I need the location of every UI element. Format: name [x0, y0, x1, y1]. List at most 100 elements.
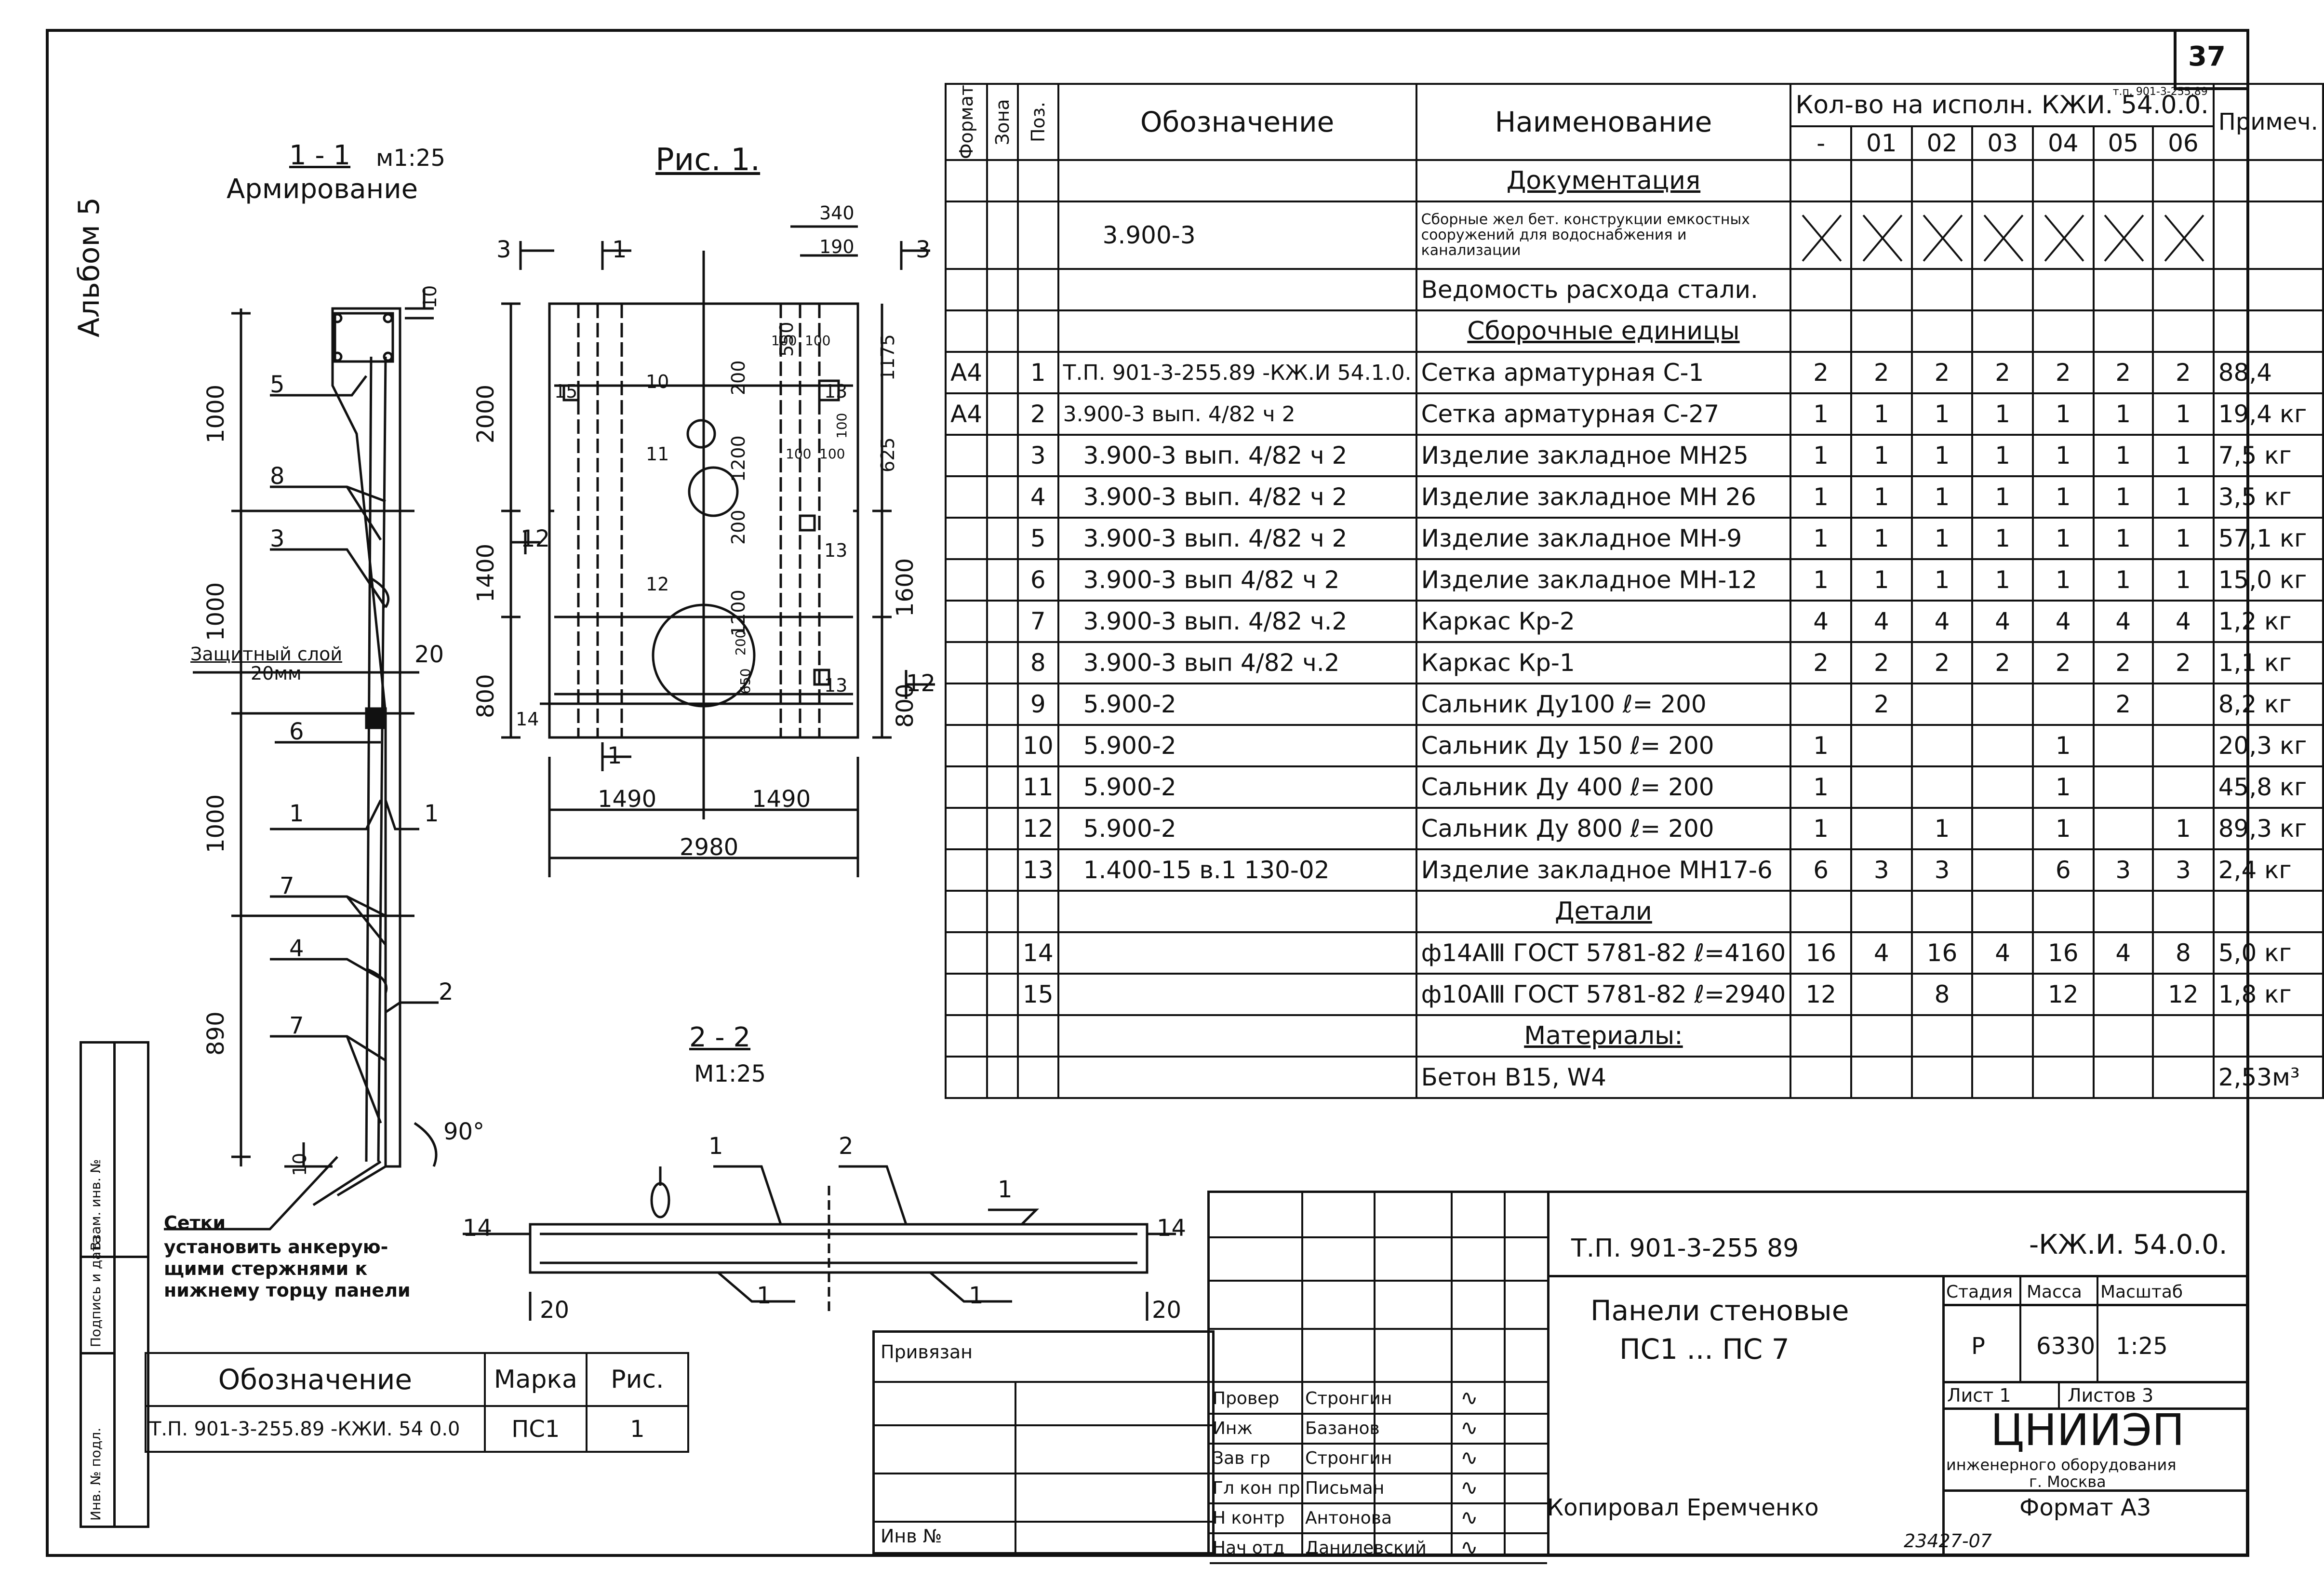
cell-qty — [1850, 1056, 1913, 1099]
cell-designation — [1057, 890, 1417, 934]
cell-note — [2212, 890, 2324, 934]
fig1-dim-800-left: 800 — [472, 674, 499, 718]
cell-zone — [986, 683, 1019, 726]
cell-qty — [2031, 159, 2095, 203]
cell-qty: 6 — [2031, 848, 2095, 892]
cell-qty — [2092, 309, 2154, 353]
cell-qty — [2031, 1014, 2095, 1058]
cell-qty — [1910, 268, 1974, 312]
cell-note: 88,4 — [2212, 351, 2324, 395]
col-pos: Поз. — [1018, 84, 1058, 161]
cell-pos — [1017, 1014, 1059, 1058]
ref-mark: ПС1 — [483, 1405, 588, 1453]
binding-label: Привязан — [881, 1341, 973, 1363]
cell-zone — [986, 201, 1019, 270]
cell-qty: 1 — [2031, 392, 2095, 436]
sec1-dim-890: 890 — [202, 1011, 229, 1056]
cell-qty — [1910, 1014, 1974, 1058]
ref-designation: Т.П. 901-3-255.89 -КЖИ. 54 0.0 — [145, 1405, 486, 1453]
cell-note: 8,2 кг — [2212, 683, 2324, 726]
cell-qty: 1 — [1790, 807, 1852, 851]
cell-name: Каркас Кр-2 — [1415, 600, 1792, 643]
fig1-inner-100a: 100 — [771, 333, 797, 348]
fig1-label-11: 11 — [646, 443, 669, 465]
cell-qty: 1 — [2152, 558, 2215, 602]
cell-zone — [986, 724, 1019, 768]
cell-note: 57,1 кг — [2212, 517, 2324, 561]
cell-zone — [986, 309, 1019, 353]
signature-icon: ∿ — [1460, 1505, 1478, 1530]
sec1-dim-10-bottom: 10 — [289, 1152, 310, 1176]
mesh-note-line1: Сетки — [164, 1212, 226, 1233]
callout-1-right: 1 — [424, 800, 439, 827]
cell-note — [2212, 268, 2324, 312]
cell-zone — [986, 641, 1019, 685]
section-2-scale: М1:25 — [694, 1060, 766, 1087]
cell-qty — [2152, 683, 2215, 726]
cell-pos: 2 — [1017, 392, 1059, 436]
cell-zone — [986, 558, 1019, 602]
cell-qty — [1850, 201, 1913, 270]
cell-qty: 1 — [1790, 392, 1852, 436]
cell-pos: 6 — [1017, 558, 1059, 602]
cell-qty: 2 — [1790, 351, 1852, 395]
col-zone: Зона — [987, 84, 1018, 161]
cell-qty — [1971, 973, 2034, 1017]
bottom-code: 23427-07 — [1904, 1530, 1992, 1552]
callout-7-bottom: 7 — [289, 1012, 304, 1039]
cell-format — [944, 434, 988, 478]
cell-qty — [2152, 724, 2215, 768]
cell-note: 20,3 кг — [2212, 724, 2324, 768]
cell-pos — [1017, 268, 1059, 312]
signer-role: Инж — [1213, 1419, 1253, 1438]
specification-table: Формат Зона Поз. Обозначение Наименовани… — [944, 82, 2324, 1099]
fig1-label-12: 12 — [646, 574, 669, 595]
cell-qty — [1850, 807, 1913, 851]
cell-zone — [986, 268, 1019, 312]
fig1-dim-340: 340 — [819, 202, 855, 224]
cell-name: Ведомость расхода стали. — [1415, 268, 1792, 312]
signer-name: Данилевский — [1305, 1538, 1427, 1558]
cell-qty — [1910, 159, 1974, 203]
cell-note: 1,8 кг — [2212, 973, 2324, 1017]
cell-note: 3,5 кг — [2212, 475, 2324, 519]
cell-qty — [2031, 201, 2095, 270]
sec2-label-1d: 1 — [969, 1282, 984, 1309]
scale-label: Масштаб — [2100, 1282, 2183, 1302]
cell-qty — [1850, 724, 1913, 768]
mesh-note-line2: установить анкерую- — [164, 1236, 388, 1258]
section-1-title: 1 - 1 — [289, 140, 351, 171]
cell-qty: 4 — [1971, 600, 2034, 643]
cell-qty — [1910, 890, 1974, 934]
cell-qty — [1850, 268, 1913, 312]
section-1-subtitle: Армирование — [227, 174, 418, 205]
cell-qty: 2 — [1850, 641, 1913, 685]
cell-format — [944, 159, 988, 203]
table-row: Материалы: — [944, 1014, 2324, 1058]
cell-qty: 3 — [1910, 848, 1974, 892]
cell-qty: 2 — [2152, 641, 2215, 685]
cell-zone — [986, 765, 1019, 809]
cell-note: 1,1 кг — [2212, 641, 2324, 685]
cell-qty: 2 — [1790, 641, 1852, 685]
cell-name: Бетон В15, W4 — [1415, 1056, 1792, 1099]
variant-header: 01 — [1850, 125, 1913, 161]
cell-format — [944, 890, 988, 934]
cell-qty: 1 — [2152, 434, 2215, 478]
cell-name: Изделие закладное МН-12 — [1415, 558, 1792, 602]
side-stamp: Инв. № подл. Подпись и дата Взам. инв. № — [80, 1041, 149, 1528]
cell-qty — [1910, 683, 1974, 726]
cell-qty — [1850, 765, 1913, 809]
cell-note: 5,0 кг — [2212, 931, 2324, 975]
cell-qty — [2152, 890, 2215, 934]
signer-name: Базанов — [1305, 1419, 1380, 1438]
cell-qty: 1 — [2031, 765, 2095, 809]
